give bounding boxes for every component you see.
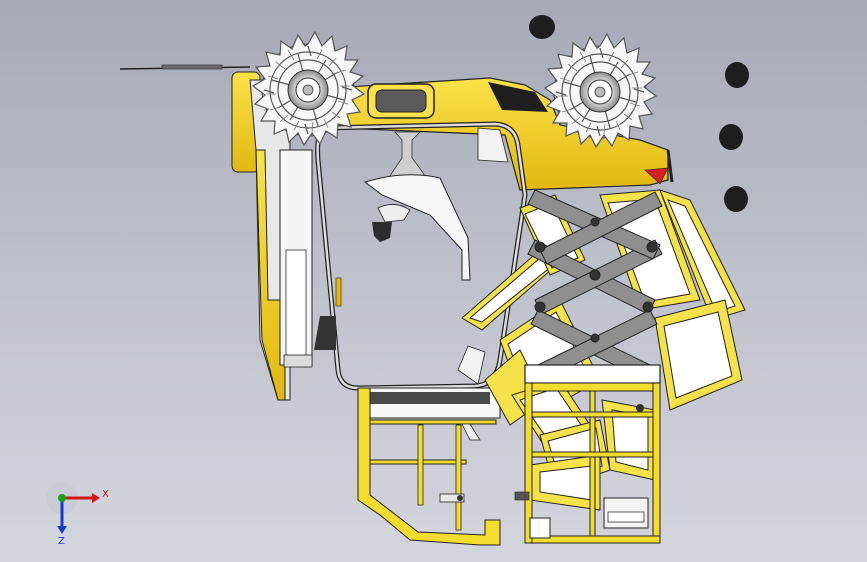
x-arrowhead-icon — [92, 493, 100, 503]
operator-cab[interactable] — [314, 121, 528, 391]
axis-triad[interactable]: X Z — [40, 478, 120, 548]
antenna-mount — [161, 64, 223, 70]
rear-column[interactable] — [231, 71, 313, 401]
z-axis-label: Z — [58, 536, 65, 547]
scissor-lift-mechanism[interactable] — [527, 189, 663, 380]
z-arrowhead-icon — [57, 526, 67, 534]
x-axis-label: X — [102, 489, 109, 500]
support-base-frame[interactable] — [514, 364, 661, 544]
top-beam[interactable] — [298, 77, 674, 191]
debris-markers — [529, 15, 749, 212]
cab-base-frame[interactable] — [357, 387, 501, 546]
y-axis-dot — [58, 494, 66, 502]
